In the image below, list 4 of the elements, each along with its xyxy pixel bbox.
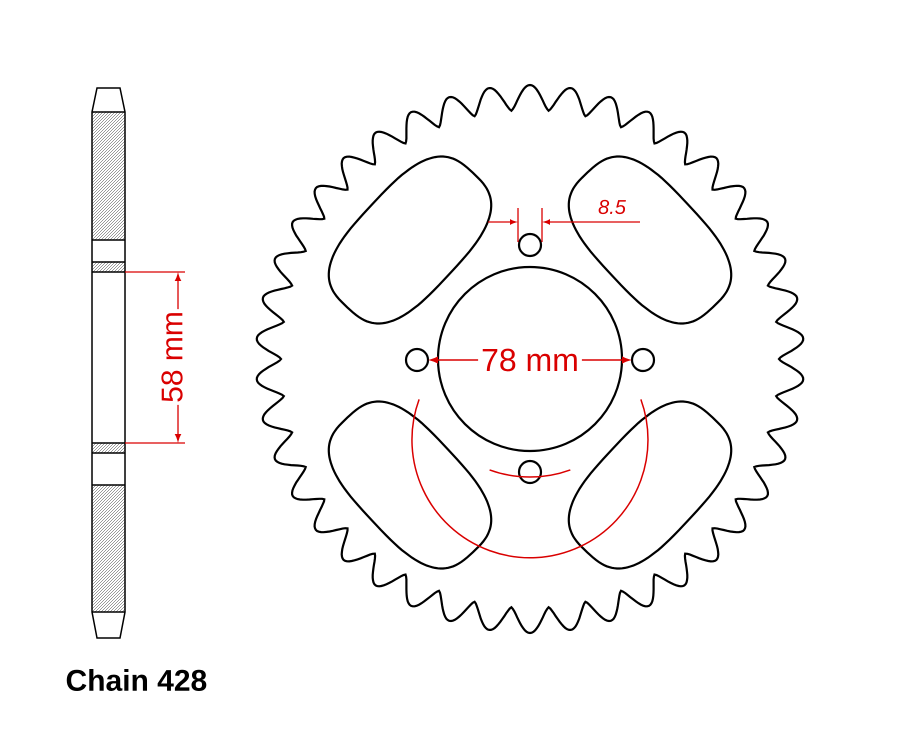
chain-label: Chain 428 (66, 668, 206, 692)
dimension-label: 8.5 (598, 200, 626, 214)
dimension-label: 78 mm (478, 346, 582, 374)
dimension-label: 58 mm (159, 309, 185, 405)
